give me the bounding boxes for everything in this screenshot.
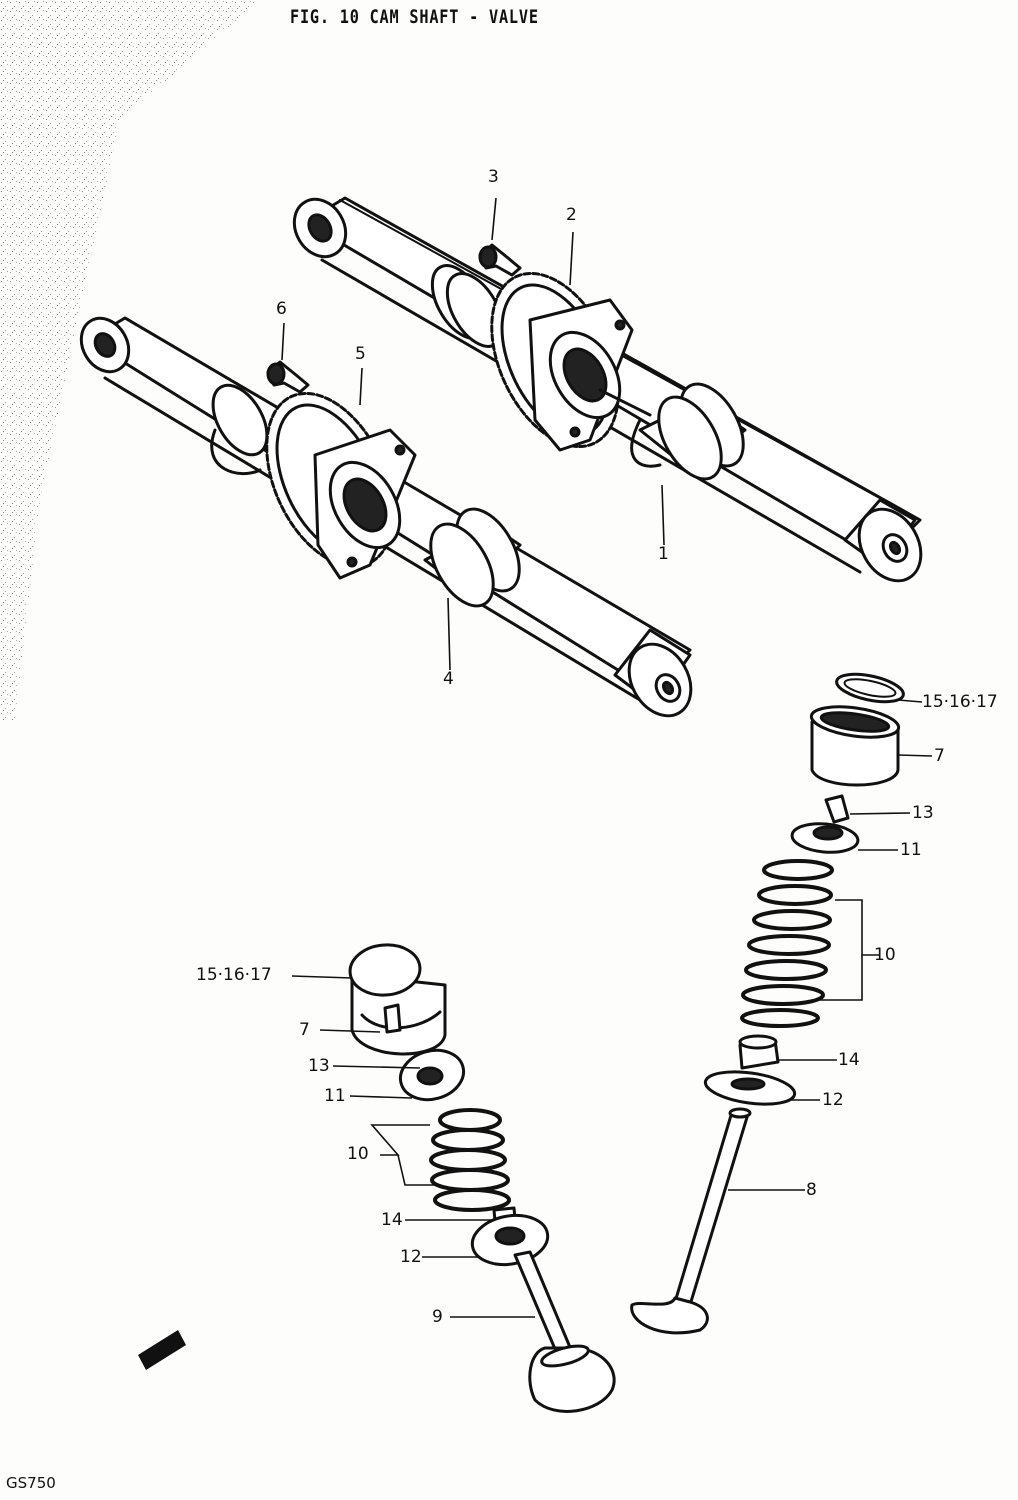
callout-10-right: 10: [874, 945, 896, 965]
callout-13-left: 13: [308, 1056, 330, 1076]
bolt-3: [478, 243, 522, 277]
callout-11-right: 11: [900, 840, 922, 860]
callout-13-right: 13: [912, 803, 934, 823]
model-code: GS750: [6, 1474, 56, 1492]
callout-5: 5: [355, 344, 366, 364]
callout-1: 1: [658, 544, 669, 564]
callout-12-left: 12: [400, 1247, 422, 1267]
scan-noise: [0, 0, 260, 720]
callout-8: 8: [806, 1180, 817, 1200]
callout-15-16-17-left: 15·16·17: [196, 965, 272, 985]
callout-12-right: 12: [822, 1090, 844, 1110]
camshaft-1: [292, 196, 923, 583]
callout-4: 4: [443, 669, 454, 689]
camshaft-4: [79, 316, 693, 718]
callout-3: 3: [488, 167, 499, 187]
callout-7-right: 7: [934, 746, 945, 766]
bolt-6: [266, 360, 310, 394]
callout-15-16-17-right: 15·16·17: [922, 692, 998, 712]
front-direction-arrow: [138, 1330, 186, 1370]
callout-9: 9: [432, 1307, 443, 1327]
callout-7-left: 7: [299, 1020, 310, 1040]
callout-11-left: 11: [324, 1086, 346, 1106]
callout-6: 6: [276, 299, 287, 319]
callout-14-left: 14: [381, 1210, 403, 1230]
callout-10-left: 10: [347, 1144, 369, 1164]
valve-assembly-left: [348, 943, 616, 1413]
callout-2: 2: [566, 205, 577, 225]
figure-title: FIG. 10 CAM SHAFT - VALVE: [290, 6, 539, 28]
valve-assembly-right: [630, 672, 905, 1335]
callout-14-right: 14: [838, 1050, 860, 1070]
leader-lines: [281, 197, 933, 1318]
